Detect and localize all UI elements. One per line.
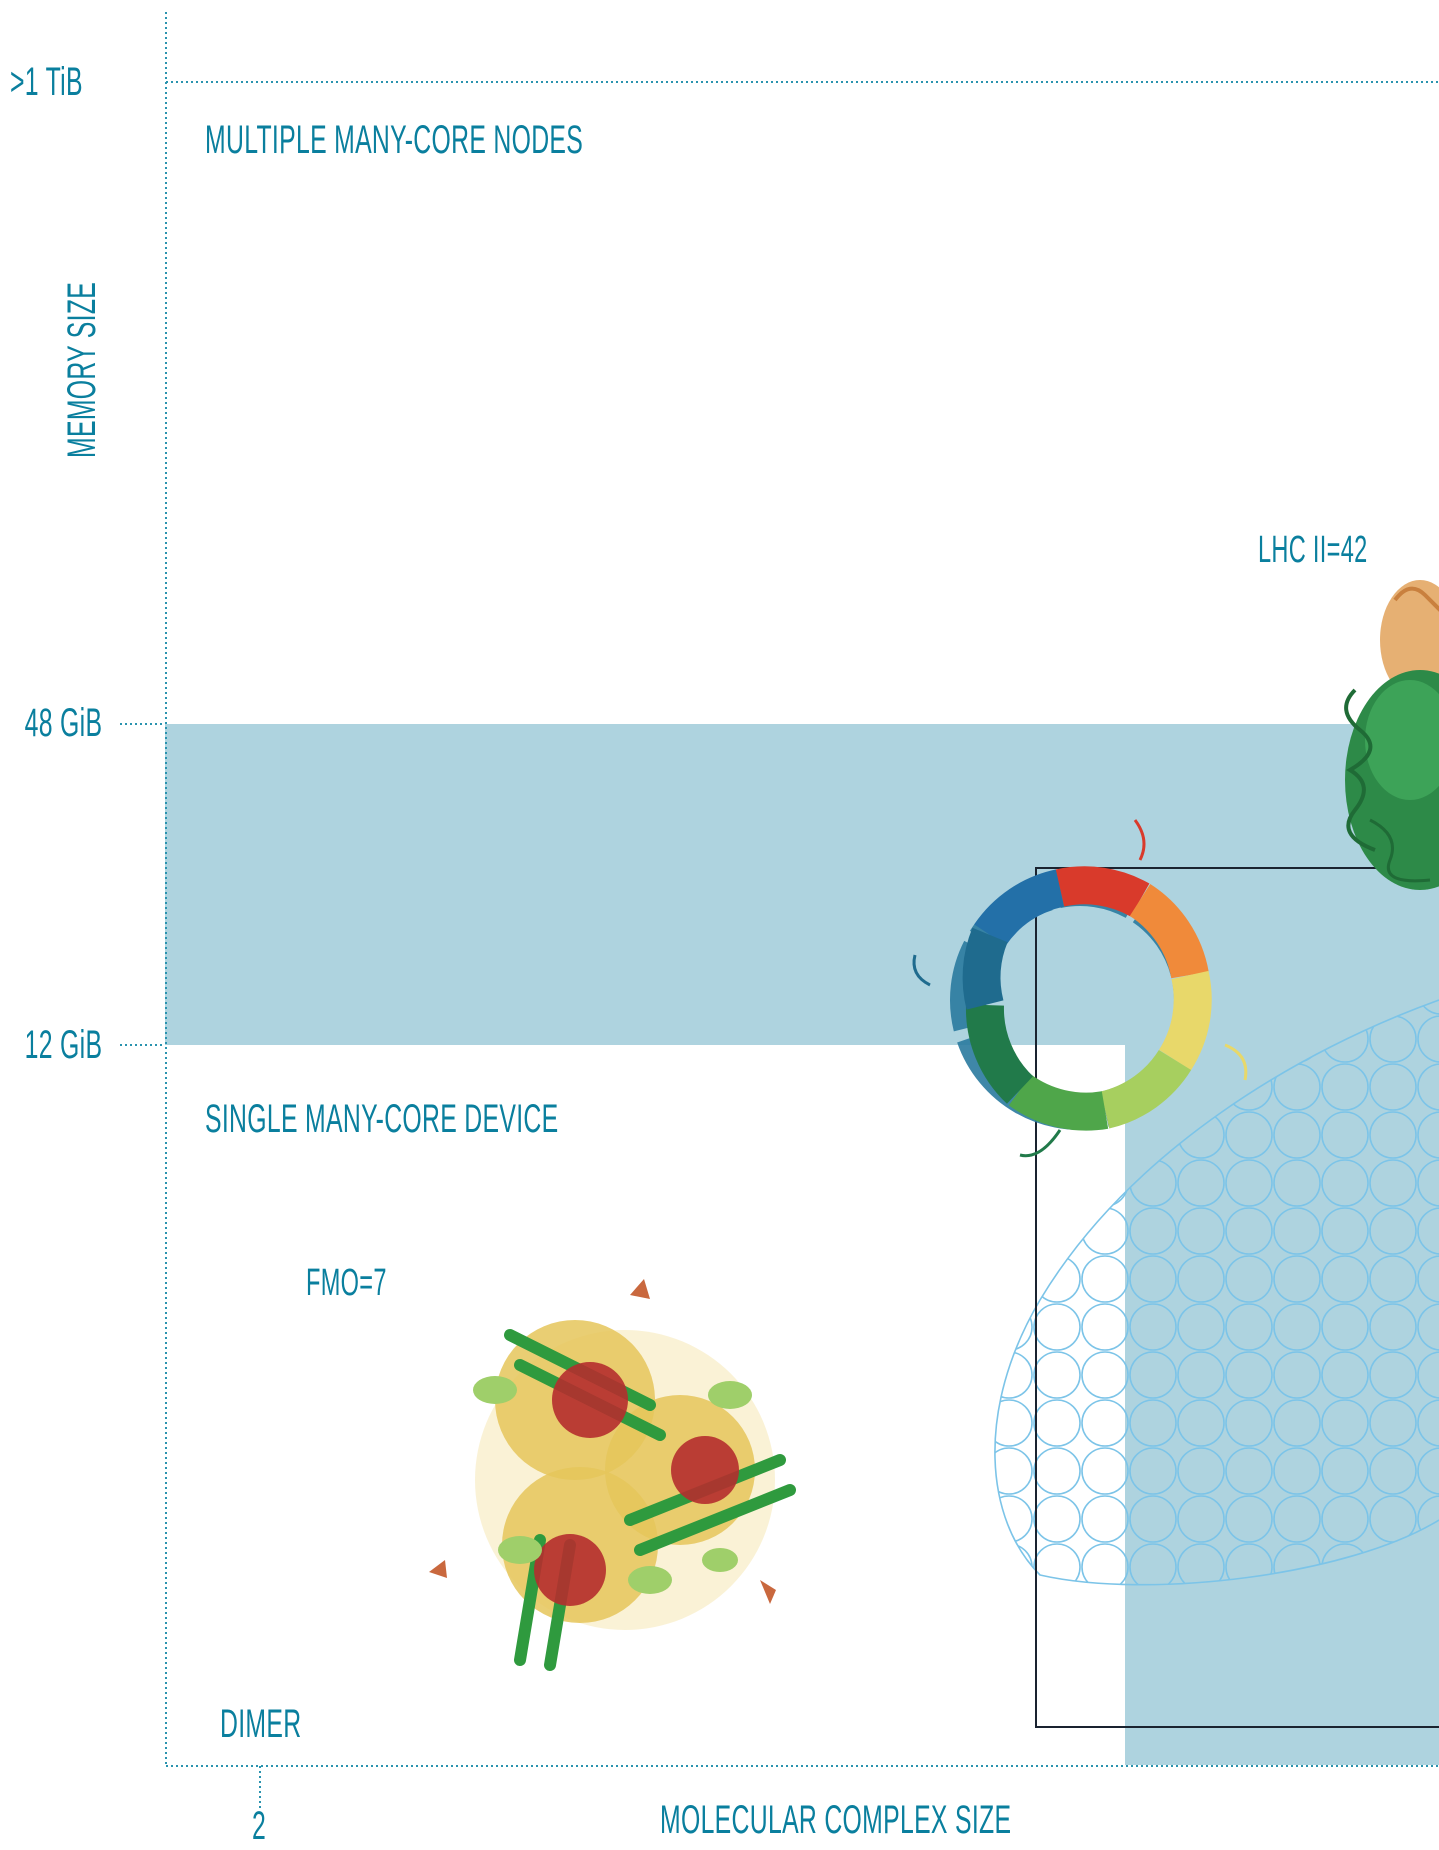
y-tick-12gib: 12 GiB <box>24 1023 102 1067</box>
y-tick-1tib: >1 TiB <box>10 60 83 104</box>
ring-protein-complex-icon <box>912 819 1248 1158</box>
label-fmo: FMO=7 <box>306 1262 387 1304</box>
y-axis-title: MEMORY SIZE <box>60 281 104 458</box>
region-dimer: DIMER <box>220 1702 302 1746</box>
x-axis-title: MOLECULAR COMPLEX SIZE <box>660 1798 1012 1842</box>
complex-size-frame <box>1035 867 1439 1728</box>
lhc-ii-protein-structure-icon <box>1344 580 1439 890</box>
region-multiple-many-core-nodes: MULTIPLE MANY-CORE NODES <box>205 118 584 162</box>
label-lhc-ii: LHC II=42 <box>1258 529 1368 571</box>
axis-lines <box>120 12 1439 1808</box>
fmo-protein-structure-icon <box>429 1279 796 1671</box>
y-tick-48gib: 48 GiB <box>24 701 102 745</box>
region-single-many-core-device: SINGLE MANY-CORE DEVICE <box>205 1097 559 1141</box>
x-tick-2: 2 <box>252 1804 267 1848</box>
